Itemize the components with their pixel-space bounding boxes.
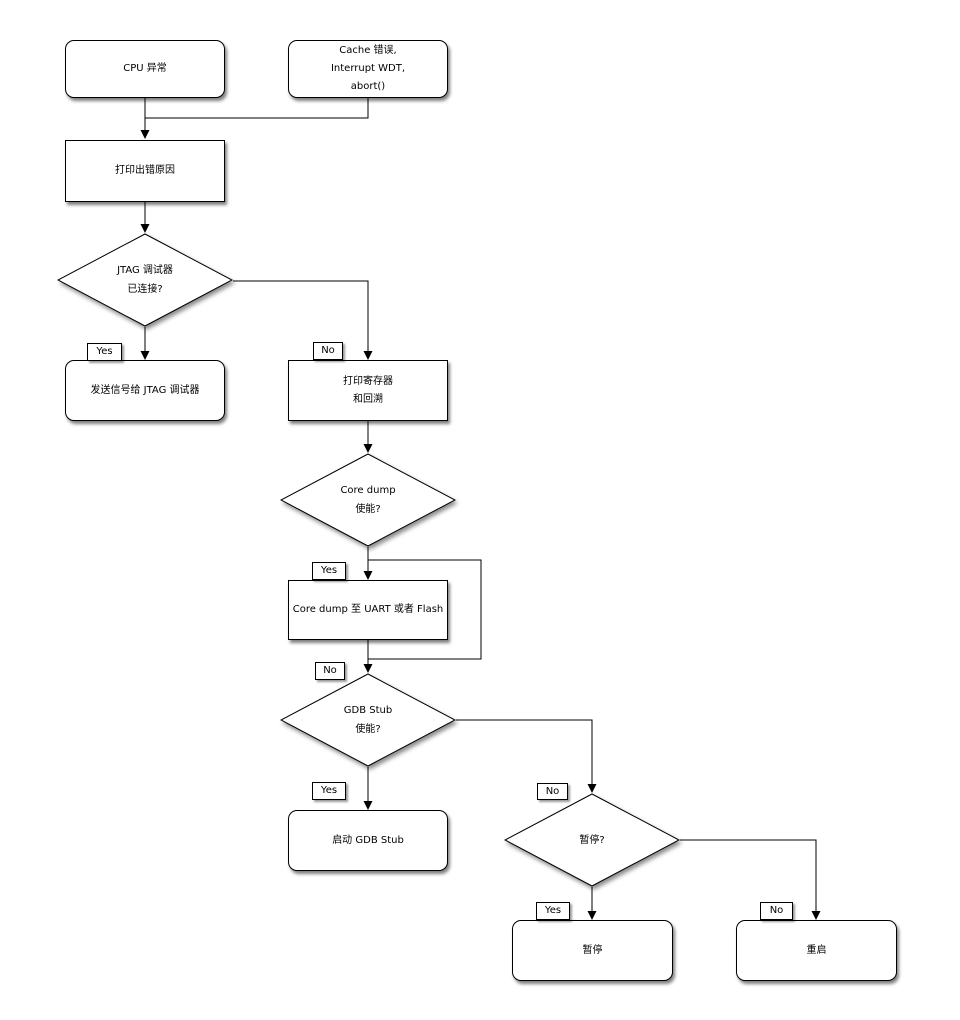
node-reboot: 重启: [736, 920, 897, 981]
node-print-error-reason: 打印出错原因: [65, 140, 225, 202]
edge-label-core-dump-yes: Yes: [312, 562, 346, 580]
arrowhead-into-coredump-box: [363, 571, 373, 580]
node-core-dump-destination-label: Core dump 至 UART 或者 Flash: [292, 604, 444, 615]
arrowhead-into-reboot-box: [811, 911, 821, 920]
node-halt-label: 暂停: [582, 944, 603, 956]
edge-label-halt-no: No: [760, 902, 793, 920]
decision-core-dump-enabled: Core dump 使能?: [280, 453, 456, 547]
decision-jtag-line2: 已连接?: [127, 284, 163, 295]
decision-gdb-line2: 使能?: [355, 724, 381, 735]
node-send-signal-jtag: 发送信号给 JTAG 调试器: [65, 360, 225, 421]
node-cache-error-line1: Cache 错误,: [339, 45, 397, 56]
connector-sources-merge: [144, 98, 369, 131]
node-print-registers-line1: 打印寄存器: [343, 375, 393, 387]
arrowhead-into-print-registers: [363, 351, 373, 360]
node-reboot-label: 重启: [806, 944, 827, 956]
diamond-shape: [280, 673, 456, 767]
arrowhead-into-gdb-decision: [363, 664, 373, 673]
decision-halt-label: 暂停?: [504, 793, 680, 887]
arrowhead-into-halt-box: [587, 911, 597, 920]
decision-gdb-stub-label: GDB Stub 使能?: [280, 673, 456, 767]
node-print-error-reason-label: 打印出错原因: [115, 165, 175, 176]
decision-gdb-stub-enabled: GDB Stub 使能?: [280, 673, 456, 767]
arrowhead-into-halt-decision: [587, 784, 597, 793]
edge-label-core-dump-no: No: [315, 662, 345, 680]
node-core-dump-destination: Core dump 至 UART 或者 Flash: [288, 580, 448, 640]
node-cache-error: Cache 错误, Interrupt WDT, abort(): [288, 40, 448, 98]
node-cpu-exception-label: CPU 异常: [123, 63, 167, 74]
edge-label-gdb-yes: Yes: [312, 782, 346, 800]
node-start-gdb-stub-label: 启动 GDB Stub: [332, 834, 404, 846]
arrowhead-into-send-signal: [140, 351, 150, 360]
node-print-registers-line2: 和回溯: [353, 393, 383, 405]
diamond-shape: [504, 793, 680, 887]
node-print-registers: 打印寄存器 和回溯: [288, 360, 448, 421]
decision-jtag-connected: JTAG 调试器 已连接?: [57, 233, 233, 327]
node-send-signal-jtag-label: 发送信号给 JTAG 调试器: [90, 384, 200, 396]
edge-label-gdb-no: No: [537, 783, 568, 800]
connector-jtag-no: [233, 280, 369, 352]
node-halt: 暂停: [512, 920, 673, 981]
arrowhead-into-start-gdb: [363, 801, 373, 810]
connector-gdb-no: [456, 719, 593, 785]
node-cpu-exception: CPU 异常: [65, 40, 225, 98]
node-cache-error-line3: abort(): [350, 81, 386, 92]
node-start-gdb-stub: 启动 GDB Stub: [288, 810, 448, 871]
decision-jtag-connected-label: JTAG 调试器 已连接?: [57, 233, 233, 327]
decision-core-dump-line2: 使能?: [355, 504, 381, 515]
arrowhead-into-coredump-decision: [363, 444, 373, 453]
diamond-shape: [57, 233, 233, 327]
edge-label-jtag-yes: Yes: [87, 343, 122, 361]
node-cache-error-line2: Interrupt WDT,: [330, 63, 406, 74]
decision-gdb-line1: GDB Stub: [343, 705, 393, 716]
arrowhead-into-print-reason: [140, 130, 150, 139]
connector-halt-no: [680, 839, 817, 912]
arrowhead-into-jtag-decision: [140, 224, 150, 233]
diamond-shape: [280, 453, 456, 547]
decision-halt: 暂停?: [504, 793, 680, 887]
edge-label-jtag-no: No: [313, 342, 343, 360]
decision-jtag-line1: JTAG 调试器: [117, 265, 173, 276]
decision-core-dump-label: Core dump 使能?: [280, 453, 456, 547]
decision-halt-line1: 暂停?: [579, 834, 605, 846]
decision-core-dump-line1: Core dump: [340, 485, 396, 496]
edge-label-halt-yes: Yes: [536, 902, 570, 920]
